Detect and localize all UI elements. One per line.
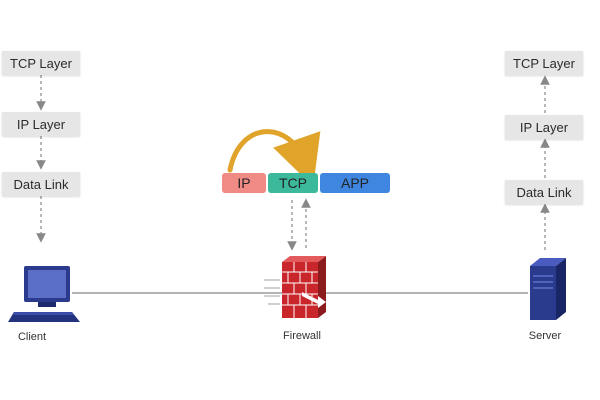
packet-app-segment: APP — [320, 173, 390, 193]
server-tcp-layer: TCP Layer — [505, 51, 583, 75]
client-ip-layer: IP Layer — [2, 112, 80, 136]
inspection-arc-arrow — [227, 129, 321, 187]
packet-tcp-segment: TCP — [268, 173, 318, 193]
server-ip-layer: IP Layer — [505, 115, 583, 139]
client-tcp-layer: TCP Layer — [2, 51, 80, 75]
client-computer-icon — [8, 266, 80, 322]
server-data-link-layer: Data Link — [505, 180, 583, 204]
client-data-link-layer: Data Link — [2, 172, 80, 196]
packet-ip-segment: IP — [222, 173, 266, 193]
client-label: Client — [17, 331, 47, 343]
server-tower-icon — [530, 258, 566, 320]
firewall-brick-icon — [264, 256, 326, 318]
server-label: Server — [528, 330, 562, 342]
firewall-label: Firewall — [283, 330, 321, 342]
